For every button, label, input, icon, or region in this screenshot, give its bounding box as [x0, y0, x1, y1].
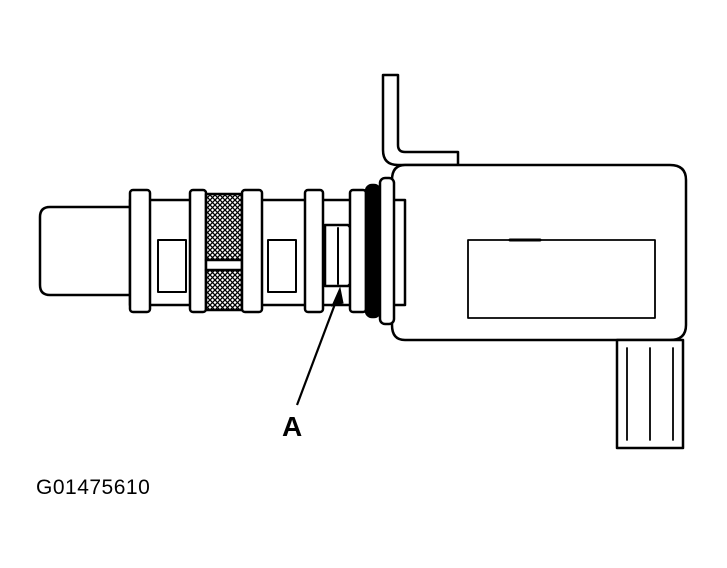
callout-a-label: A [282, 411, 302, 442]
callout-a-arrowhead [331, 286, 344, 307]
spool-land-2 [188, 188, 208, 314]
connector-tube [381, 73, 460, 167]
spool-land-3 [240, 188, 264, 314]
o-ring [364, 183, 382, 319]
housing-emboss [467, 239, 656, 319]
filter-screen-upper [204, 192, 244, 262]
callout-a-leader [295, 295, 340, 406]
figure-id: G01475610 [36, 476, 150, 499]
port-window-2 [267, 239, 297, 293]
port-window-1 [157, 239, 187, 293]
filter-screen-lower [204, 268, 244, 312]
o-ring-shoulder [378, 176, 396, 326]
seal-collar [348, 188, 368, 314]
spool-land-4 [303, 188, 325, 314]
spool-land-1 [128, 188, 152, 314]
filter-screen-band [204, 258, 244, 272]
spool-tip [38, 205, 132, 297]
